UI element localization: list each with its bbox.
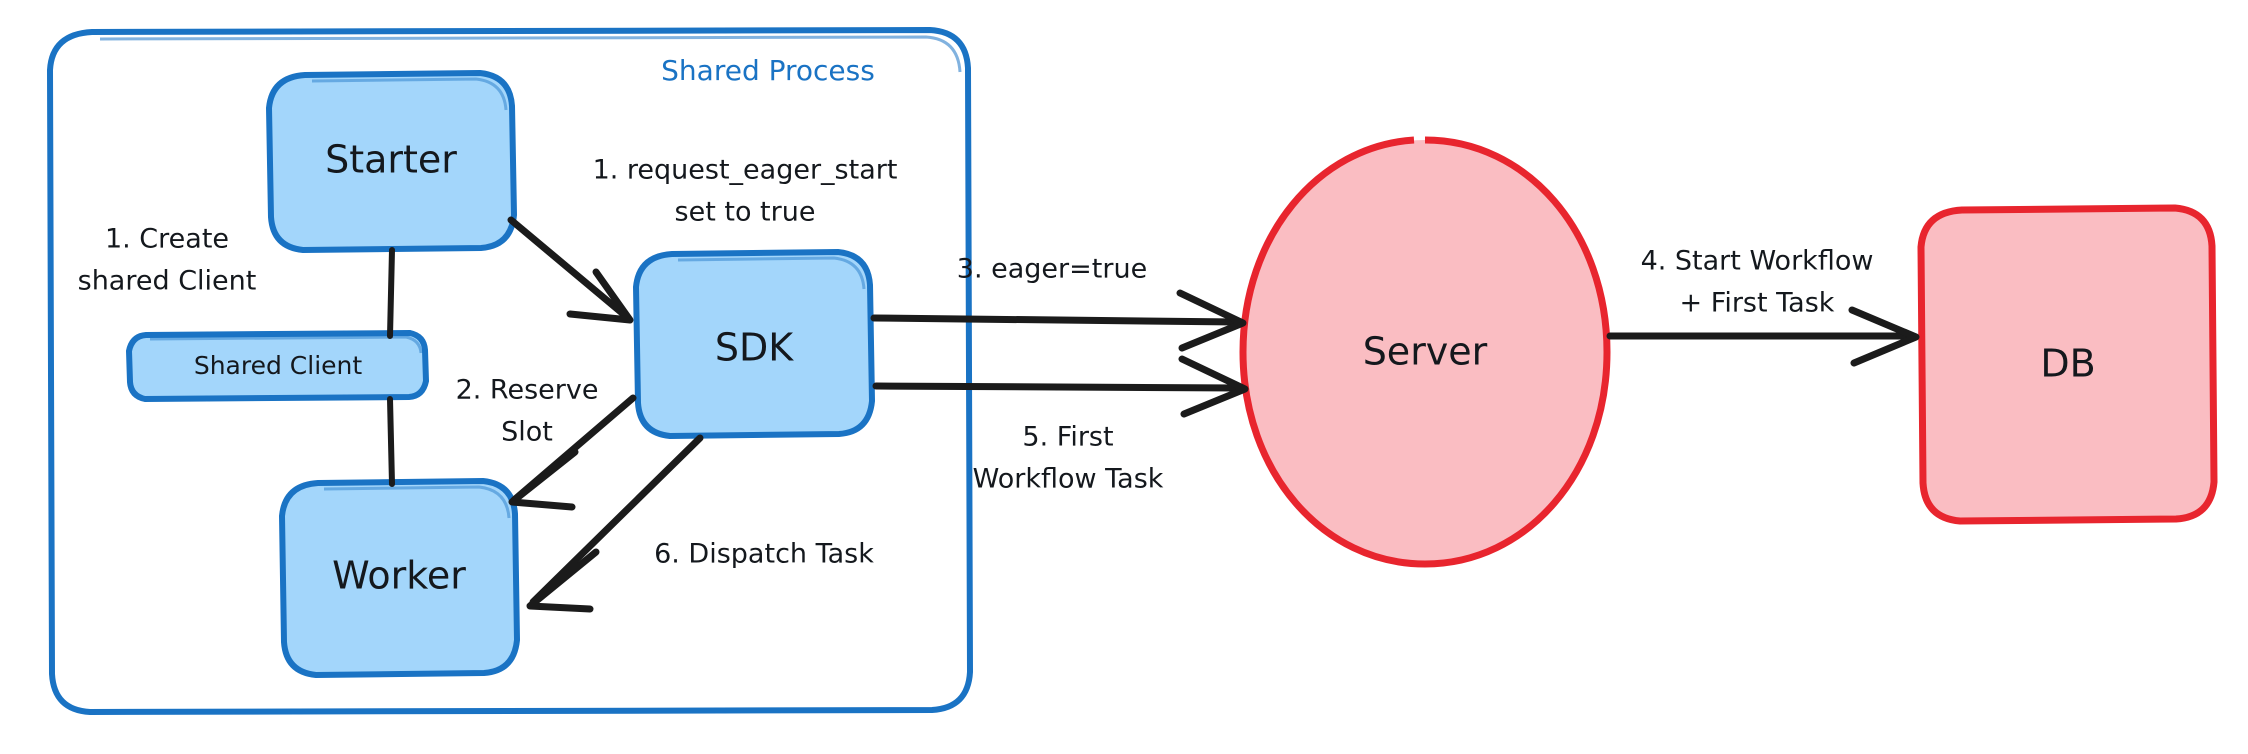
edge-shared-client-worker	[387, 396, 395, 487]
node-db-label: DB	[2040, 342, 2095, 386]
node-sdk-label: SDK	[715, 326, 794, 370]
edge-dispatch-task-label: 6. Dispatch Task	[654, 539, 874, 570]
edge-reserve-slot-label-line-1: 2. Reserve	[456, 375, 599, 406]
edge-create-shared-client-label-line-1: 1. Create	[105, 224, 229, 255]
node-starter-label: Starter	[325, 138, 457, 182]
edge-first-workflow-task: 5. First Workflow Task	[872, 355, 1249, 495]
edge-create-shared-client-label-line-2: shared Client	[78, 266, 257, 297]
shared-process-title: Shared Process	[661, 54, 875, 87]
edge-first-workflow-task-label-line-1: 5. First	[1022, 422, 1113, 453]
edge-start-workflow-label-line-1: 4. Start Workflow	[1641, 246, 1874, 277]
node-db[interactable]: DB	[1917, 204, 2218, 525]
edge-first-workflow-task-label-line-2: Workflow Task	[973, 464, 1164, 495]
edge-reserve-slot: 2. Reserve Slot	[456, 375, 637, 511]
node-server[interactable]: Server	[1239, 136, 1611, 568]
edge-request-eager-start: 1. request_eager_start set to true	[507, 155, 898, 324]
node-shared-client[interactable]: Shared Client	[125, 329, 430, 403]
edge-reserve-slot-label-line-2: Slot	[501, 417, 553, 448]
edge-create-shared-client: 1. Create shared Client	[78, 224, 395, 339]
node-worker-label: Worker	[332, 554, 466, 598]
shared-process-container: Shared Process	[46, 26, 974, 716]
edge-start-workflow-first-task: 4. Start Workflow + First Task	[1606, 246, 1920, 367]
edge-dispatch-task: 6. Dispatch Task	[526, 434, 874, 613]
edge-eager-true-label: 3. eager=true	[957, 254, 1147, 285]
edge-request-eager-start-label-line-2: set to true	[675, 197, 816, 228]
edge-start-workflow-label-line-2: + First Task	[1680, 288, 1835, 319]
node-server-label: Server	[1363, 330, 1488, 374]
node-starter[interactable]: Starter	[265, 69, 518, 254]
node-shared-client-label: Shared Client	[194, 351, 363, 380]
node-sdk[interactable]: SDK	[632, 248, 876, 440]
node-worker[interactable]: Worker	[278, 477, 521, 679]
edge-eager-true: 3. eager=true	[870, 254, 1247, 352]
edge-request-eager-start-label-line-1: 1. request_eager_start	[593, 155, 898, 186]
